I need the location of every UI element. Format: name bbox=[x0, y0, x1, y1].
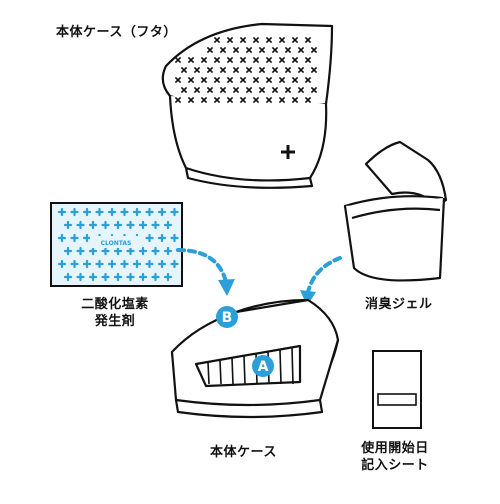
sheet-plus-pattern bbox=[57, 207, 179, 282]
case-label: 本体ケース bbox=[210, 445, 277, 460]
marker-a: A bbox=[252, 355, 274, 377]
marker-a-text: A bbox=[258, 359, 269, 375]
record-sheet-label-line2: 記入シート bbox=[361, 458, 429, 473]
sheet-brand-text: CLONTAS bbox=[101, 240, 132, 247]
lid-vent-pattern bbox=[174, 36, 318, 104]
record-sheet-label-line1: 使用開始日 bbox=[361, 441, 429, 456]
sheet-label-line1: 二酸化塩素 bbox=[81, 297, 149, 312]
marker-b-text: B bbox=[222, 310, 233, 326]
sheet-illustration: CLONTAS bbox=[50, 202, 183, 287]
sheet-label: 二酸化塩素 発生剤 bbox=[60, 296, 170, 330]
gel-container-illustration bbox=[343, 140, 448, 282]
record-sheet-label: 使用開始日 記入シート bbox=[345, 440, 445, 474]
record-sheet-illustration bbox=[372, 350, 422, 429]
lid-illustration bbox=[161, 22, 334, 189]
arrow-sheet-to-case bbox=[176, 248, 235, 296]
arrow-gel-to-case bbox=[300, 256, 342, 306]
gel-label: 消臭ジェル bbox=[365, 297, 433, 312]
lid-label: 本体ケース（フタ） bbox=[56, 25, 177, 40]
marker-b: B bbox=[216, 306, 238, 328]
sheet-label-line2: 発生剤 bbox=[94, 314, 136, 329]
lid-plus-mark bbox=[281, 145, 295, 159]
